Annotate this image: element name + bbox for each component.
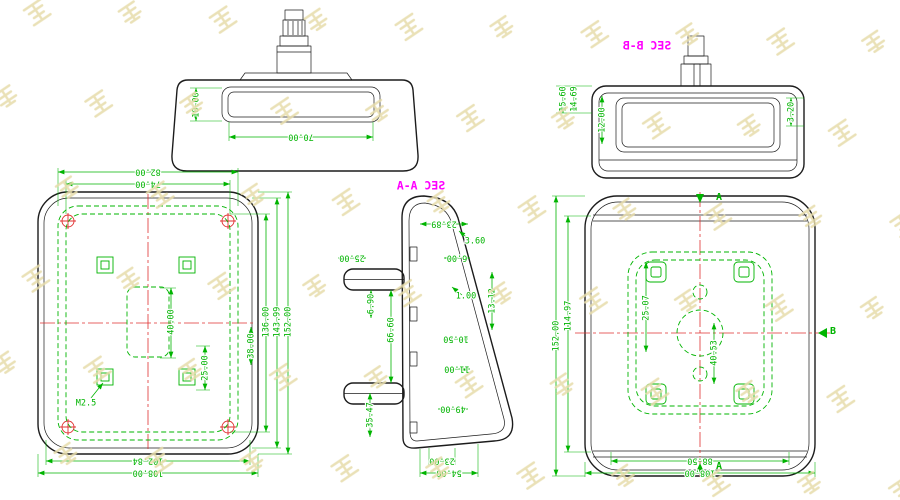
cad-drawing: 10.0070.0082.0074.00136.00143.99152.0038… bbox=[0, 0, 900, 500]
cad-viewport: 10.0070.0082.0074.00136.00143.99152.0038… bbox=[0, 0, 900, 500]
watermark-layer bbox=[0, 0, 900, 500]
